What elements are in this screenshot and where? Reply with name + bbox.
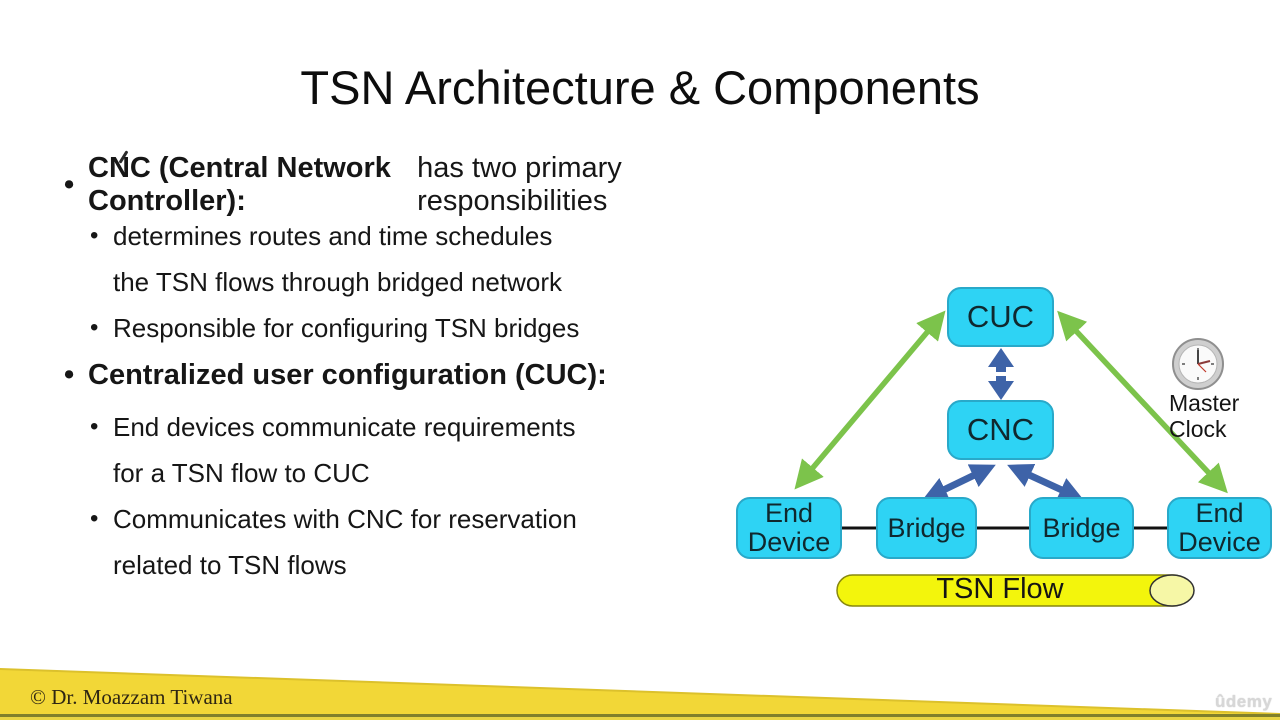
slide-title: TSN Architecture & Components	[300, 61, 980, 114]
blue-arrow-cnc-bridge-left	[922, 464, 996, 501]
bullet-responsible: Responsible for configuring TSN bridges	[0, 305, 700, 351]
node-end-device-right: End Device	[1167, 497, 1272, 559]
node-bridge-right: Bridge	[1029, 497, 1134, 559]
bullet-communicates-line2: related to TSN flows	[113, 549, 347, 580]
green-arrow-right	[1057, 310, 1228, 494]
bullet-communicates-line1: Communicates with CNC for reservation	[0, 496, 700, 542]
bullet-enddevices-line2: for a TSN flow to CUC	[113, 457, 370, 488]
bullet-cuc: Centralized user configuration (CUC):	[0, 351, 700, 399]
footer-band	[0, 668, 1280, 720]
node-end-device-left: End Device	[736, 497, 842, 559]
blue-arrow-cnc-bridge-right	[1007, 463, 1084, 502]
node-bridge-left: Bridge	[876, 497, 977, 559]
bullet-cnc-bold: CNC (Central Network Controller):	[88, 152, 391, 217]
bullet-cuc-bold: Centralized user configuration (CUC):	[88, 358, 607, 391]
node-cnc: CNC	[947, 400, 1054, 460]
clock-icon	[1172, 338, 1224, 390]
node-cuc: CUC	[947, 287, 1054, 347]
tsn-flow-label: TSN Flow	[936, 573, 1064, 605]
master-clock-label: Master Clock	[1169, 390, 1240, 442]
tsn-flow-pill	[836, 574, 1195, 607]
bullet-enddevices-line1: End devices communicate requirements	[0, 404, 700, 450]
udemy-watermark: ûdemy	[1215, 692, 1273, 711]
green-arrow-left	[794, 310, 946, 490]
bullet-cnc-rest: has two primary responsibilities	[417, 152, 622, 217]
bullet-routes-line1: determines routes and time schedules	[0, 213, 700, 259]
bullet-cnc: CNC (Central Network Controller): has tw…	[0, 152, 700, 217]
copyright-text: © Dr. Moazzam Tiwana	[30, 685, 233, 709]
bullet-list: CNC (Central Network Controller): has tw…	[0, 152, 700, 588]
blue-arrow-cuc-cnc	[988, 348, 1014, 400]
bullet-routes-line2: the TSN flows through bridged network	[113, 266, 562, 297]
